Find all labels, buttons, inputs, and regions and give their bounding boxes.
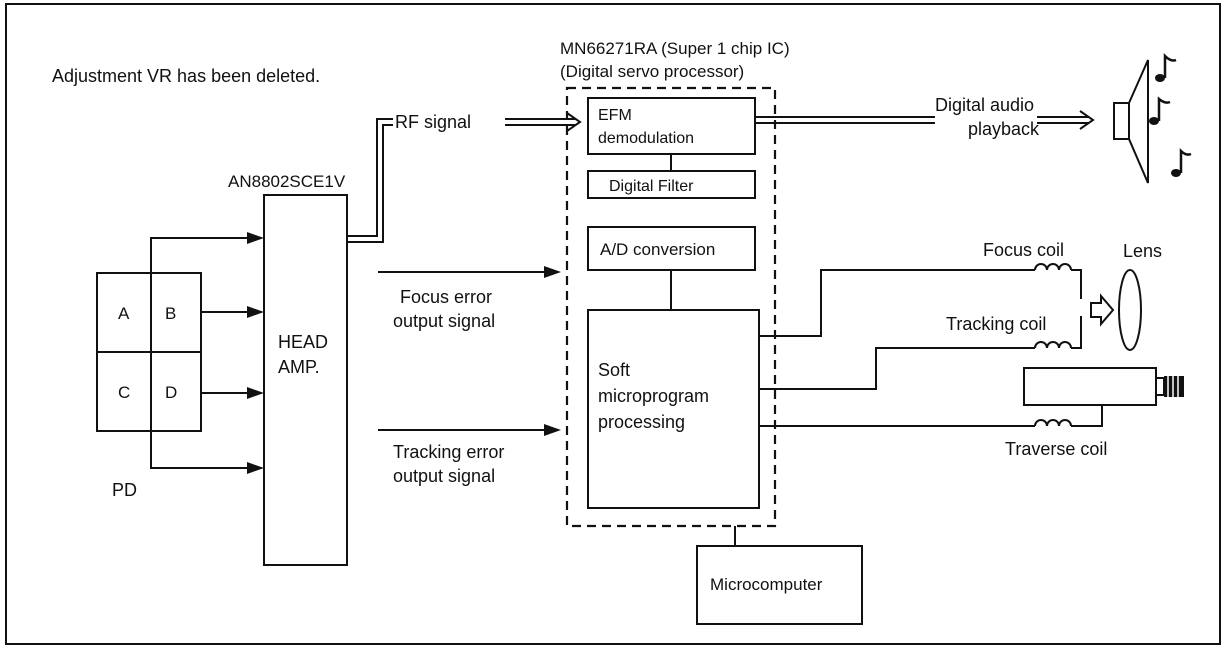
- soft-line2: microprogram: [598, 386, 709, 406]
- rf-signal-label: RF signal: [395, 112, 471, 132]
- speaker-icon: [1113, 59, 1149, 184]
- tracking-error-line2: output signal: [393, 466, 495, 486]
- efm-line1: EFM: [598, 107, 632, 124]
- motor-icon: [1023, 367, 1184, 406]
- head-amp-part-number: AN8802SCE1V: [228, 172, 346, 191]
- pd-to-amp-wires: [150, 232, 264, 474]
- focus-coil-label: Focus coil: [983, 240, 1064, 260]
- traverse-coil-label: Traverse coil: [1005, 439, 1107, 459]
- adjustment-note: Adjustment VR has been deleted.: [52, 66, 320, 86]
- chip-title: MN66271RA (Super 1 chip IC): [560, 39, 790, 58]
- digital-audio-line1: Digital audio: [935, 95, 1034, 115]
- soft-line3: processing: [598, 412, 685, 432]
- rf-signal-path: [347, 112, 582, 243]
- focus-error-line2: output signal: [393, 311, 495, 331]
- focus-coil-wiring: [759, 263, 1082, 337]
- microcomputer-block: [696, 545, 863, 625]
- traverse-coil-wiring: [759, 405, 1103, 427]
- photodiode: A B C D: [96, 272, 202, 432]
- efm-block: [587, 97, 756, 155]
- digital-filter-block: [587, 170, 756, 199]
- lens-arrow: [1090, 293, 1115, 327]
- music-note-icon: [1155, 52, 1177, 82]
- tracking-coil-wiring: [759, 316, 1082, 390]
- head-amp-line2: AMP.: [278, 357, 320, 377]
- dsp-chip-boundary: [565, 86, 777, 528]
- pd-cell-c: C: [118, 383, 130, 402]
- ad-conversion-label: A/D conversion: [600, 240, 715, 259]
- soft-processing-block: [587, 309, 760, 509]
- diagram-frame: [5, 3, 1221, 645]
- microcomputer-label: Microcomputer: [710, 575, 823, 594]
- pd-cell-a: A: [118, 304, 130, 323]
- lens-label: Lens: [1123, 241, 1162, 261]
- digital-filter-label: Digital Filter: [609, 178, 694, 195]
- music-note-icon: [1171, 147, 1192, 177]
- audio-output-path: [756, 110, 1095, 130]
- head-amp-line1: HEAD: [278, 332, 328, 352]
- pd-cell-b: B: [165, 304, 176, 323]
- digital-audio-line2: playback: [968, 119, 1040, 139]
- tracking-coil-label: Tracking coil: [946, 314, 1046, 334]
- error-signal-arrows: [378, 266, 561, 436]
- pd-label: PD: [112, 480, 137, 500]
- music-note-icon: [1149, 96, 1171, 125]
- soft-line1: Soft: [598, 360, 630, 380]
- lens-icon: [1118, 269, 1142, 351]
- head-amp-block: [263, 194, 348, 566]
- tracking-error-line1: Tracking error: [393, 442, 504, 462]
- efm-line2: demodulation: [598, 130, 694, 147]
- pd-cell-d: D: [165, 383, 177, 402]
- focus-error-line1: Focus error: [400, 287, 492, 307]
- chip-subtitle: (Digital servo processor): [560, 62, 744, 81]
